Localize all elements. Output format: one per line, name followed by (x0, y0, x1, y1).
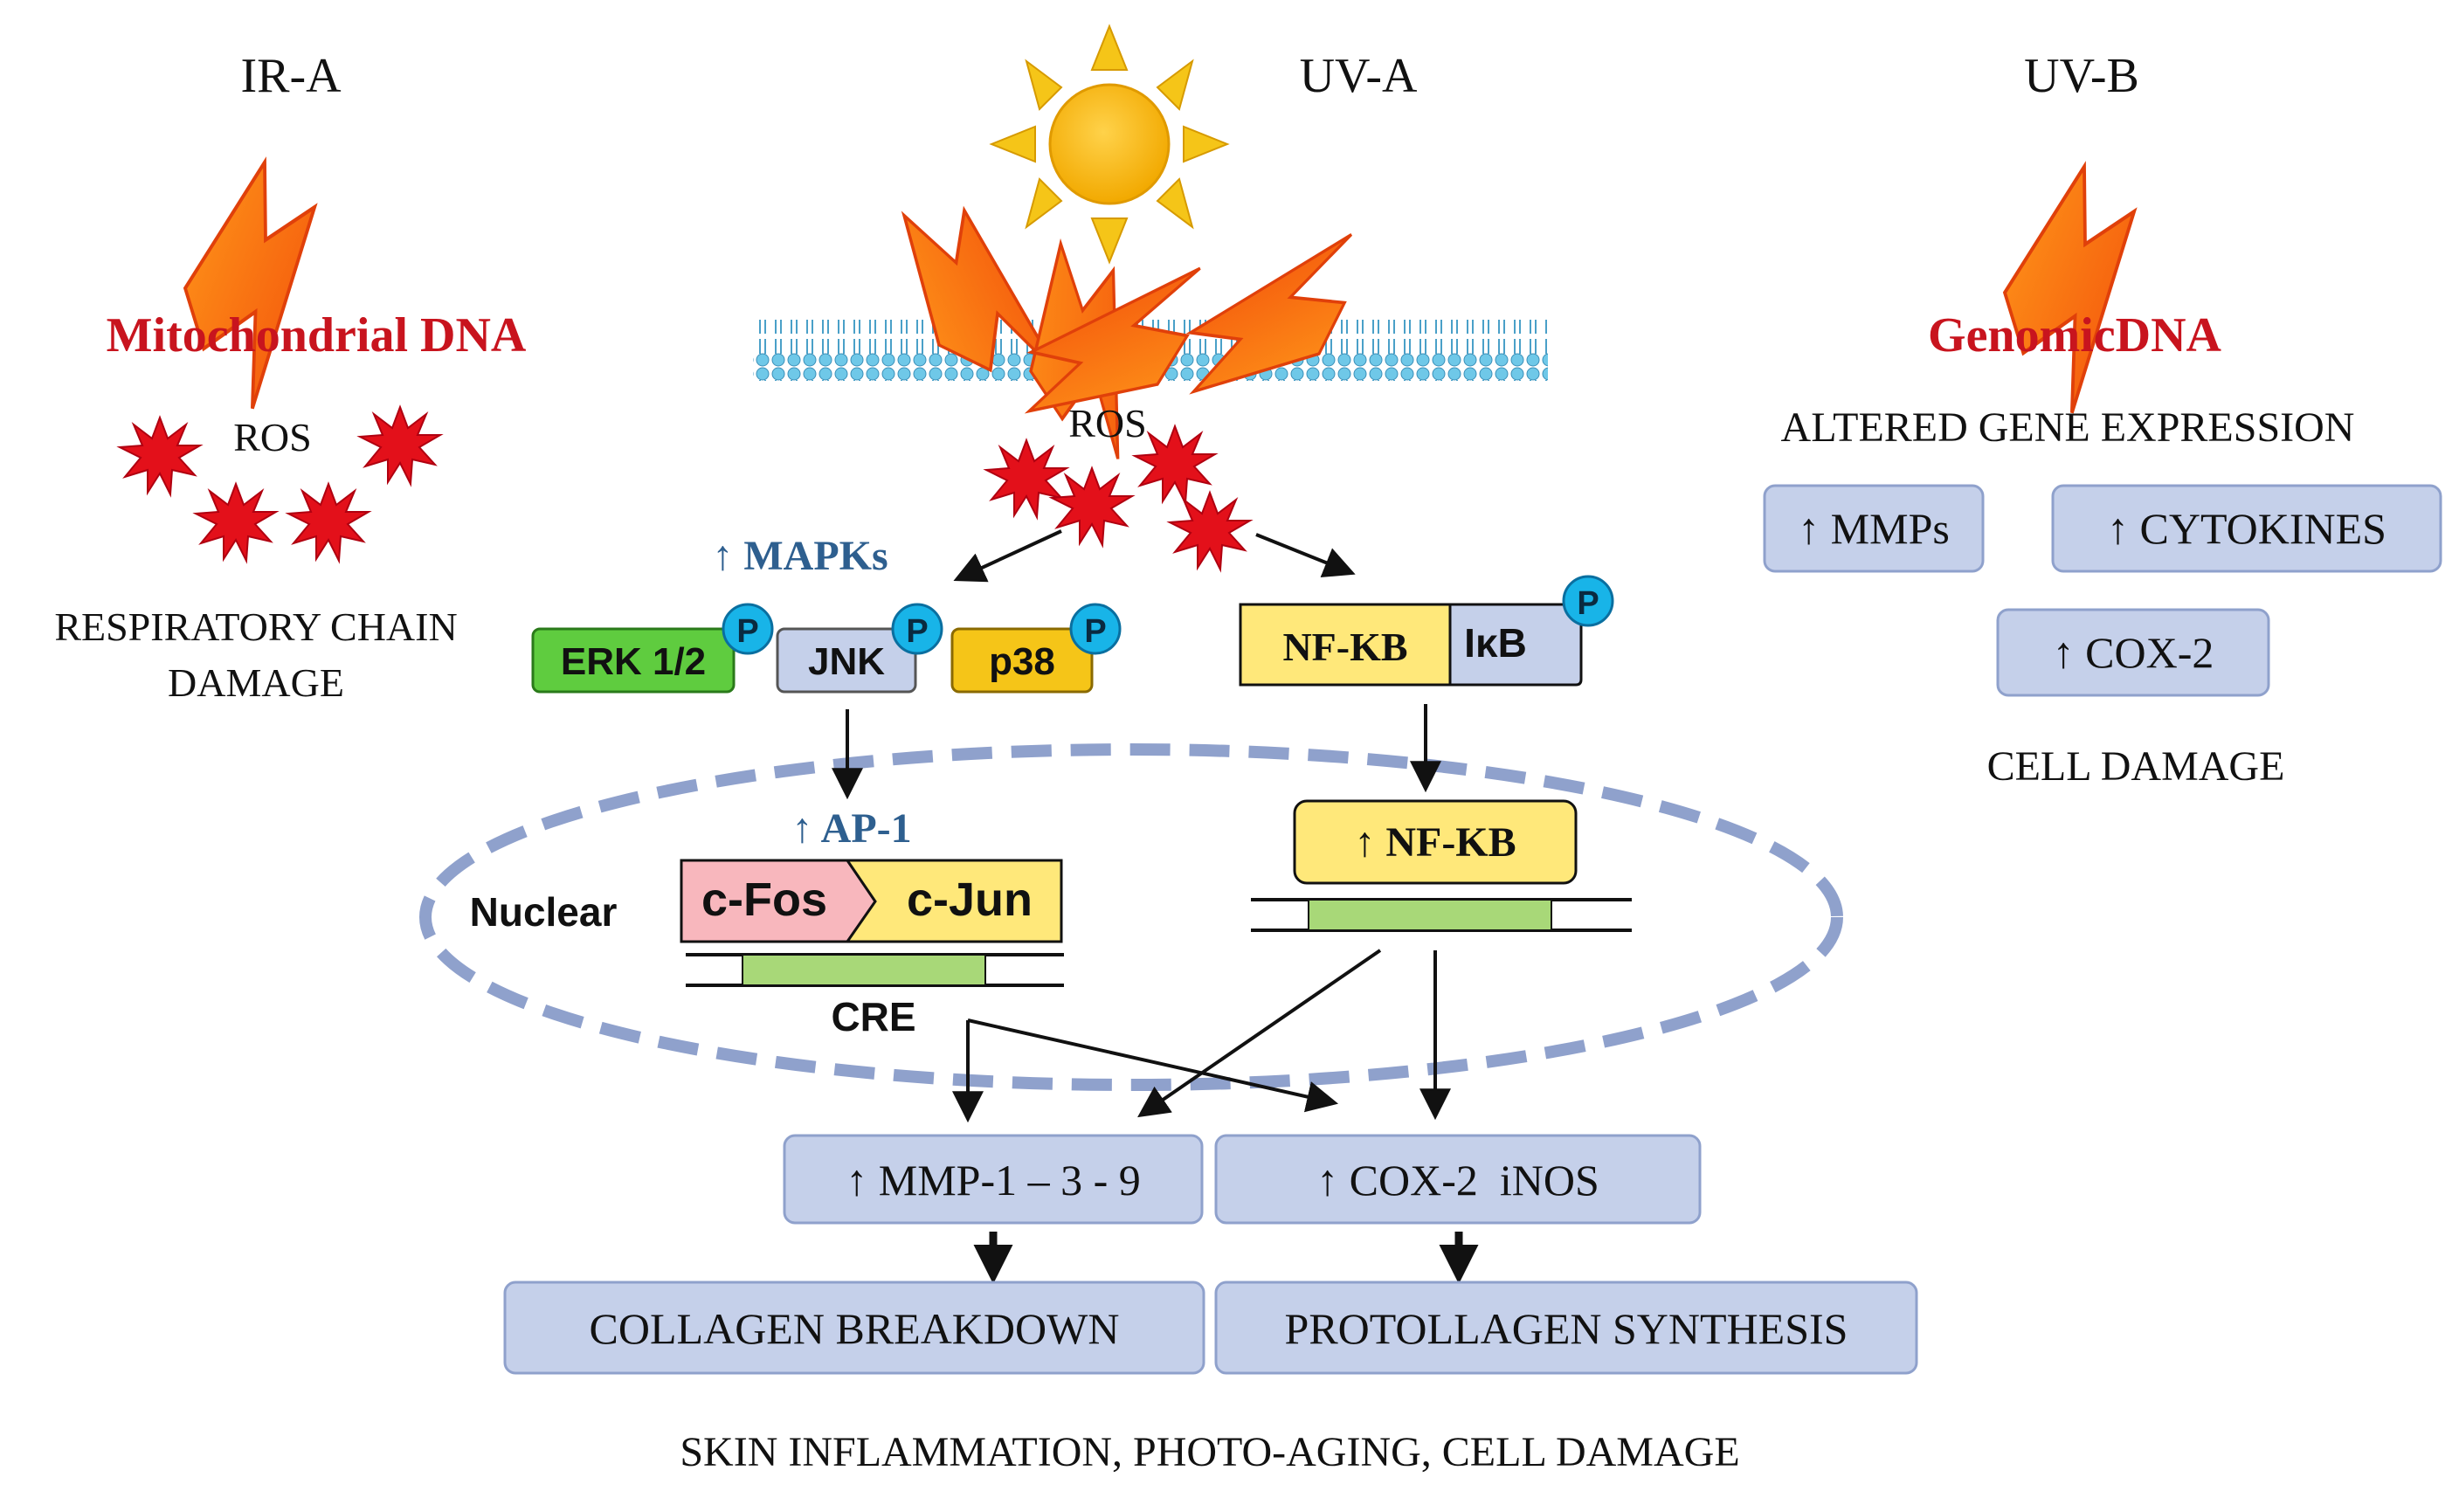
protollagen-synthesis-box (1214, 1281, 1918, 1375)
ros-burst-icon (1169, 492, 1251, 570)
phosphate-label: P (1577, 585, 1599, 622)
ikb-box (1448, 603, 1583, 687)
uvb-cox2-box (1996, 608, 2270, 697)
collagen-breakdown-box (503, 1281, 1205, 1375)
uv-a-title: UV-A (1300, 49, 1418, 103)
ap1-label: ↑ AP-1 (791, 805, 911, 852)
nfkb-to-mmp-arrow (1137, 949, 1382, 1118)
altered-gene-expression-label: ALTERED GENE EXPRESSION (1781, 404, 2355, 451)
cox-inos-box (1214, 1134, 1702, 1225)
mmps-box (1763, 484, 1985, 573)
p38-box (950, 627, 1094, 694)
nucleus-boundary (419, 743, 1843, 1091)
ros-to-nfkb-arrow (1255, 533, 1356, 577)
mapks-label: ↑ MAPKs (712, 533, 888, 579)
ir-a-title: IR-A (240, 49, 342, 103)
ros-burst-icon (1051, 467, 1133, 546)
uv-a-lightning-icon (1162, 190, 1388, 440)
nfkb-response-element (1308, 899, 1552, 931)
ikb-label: IκB (1464, 620, 1527, 666)
ir-a-ros-label: ROS (233, 415, 311, 459)
mitochondrial-dna-label: Mitochondrial DNA (107, 308, 527, 362)
ros-burst-icon (1134, 425, 1216, 504)
cell-damage-label: CELL DAMAGE (1987, 743, 2285, 790)
mmp-label: ↑ MMP-1 – 3 - 9 (846, 1156, 1141, 1205)
ros-to-mapks-arrow (953, 529, 1062, 583)
nfkb-complex-box (1239, 603, 1452, 687)
erk-box (531, 627, 736, 694)
ros-burst-icon (985, 439, 1067, 518)
phosphate-label: P (906, 613, 928, 650)
uvb-cox2-label: ↑ COX-2 (2053, 628, 2214, 677)
jnk-label: JNK (808, 640, 885, 683)
nfkb-active-box (1293, 799, 1578, 885)
respiratory-chain-label: RESPIRATORY CHAIN (54, 604, 457, 649)
ap1-to-cox-arrow (967, 1018, 1339, 1113)
sun-icon (989, 24, 1230, 265)
collagen-breakdown-label: COLLAGEN BREAKDOWN (590, 1304, 1120, 1353)
nfkb-complex-label: NF-KB (1282, 625, 1407, 669)
phosphate-label: P (736, 613, 758, 650)
ros-burst-icon (195, 483, 277, 562)
cre-element (742, 954, 986, 986)
protollagen-synthesis-label: PROTOLLAGEN SYNTHESIS (1285, 1304, 1848, 1353)
jnk-box (776, 627, 917, 694)
mmps-label: ↑ MMPs (1798, 504, 1950, 553)
nfkb-active-label: ↑ NF-KB (1354, 819, 1516, 866)
ros-burst-icon (287, 483, 370, 562)
cjun-box (845, 859, 1063, 943)
cre-label: CRE (831, 994, 915, 1039)
ir-a-lightning-icon (169, 156, 342, 416)
cfos-label: c-Fos (701, 873, 827, 926)
erk-label: ERK 1/2 (561, 640, 706, 683)
summary-label: SKIN INFLAMMATION, PHOTO-AGING, CELL DAM… (680, 1429, 1739, 1475)
ros-burst-icon (359, 406, 441, 485)
genomic-dna-label: GenomicDNA (1928, 308, 2222, 362)
p38-label: p38 (989, 640, 1055, 683)
cox-inos-label: ↑ COX-2 iNOS (1316, 1156, 1599, 1205)
damage-label: DAMAGE (168, 660, 344, 705)
mmp-box (783, 1134, 1204, 1225)
nuclear-label: Nuclear (470, 889, 618, 935)
uv-b-lightning-icon (1989, 161, 2161, 420)
uv-b-title: UV-B (2024, 49, 2139, 103)
phosphate-label: P (1084, 613, 1106, 650)
cjun-label: c-Jun (907, 873, 1033, 926)
uv-a-ros-label: ROS (1068, 401, 1146, 445)
cytokines-label: ↑ CYTOKINES (2107, 504, 2386, 553)
cytokines-box (2051, 484, 2442, 573)
ros-burst-icon (119, 417, 201, 495)
